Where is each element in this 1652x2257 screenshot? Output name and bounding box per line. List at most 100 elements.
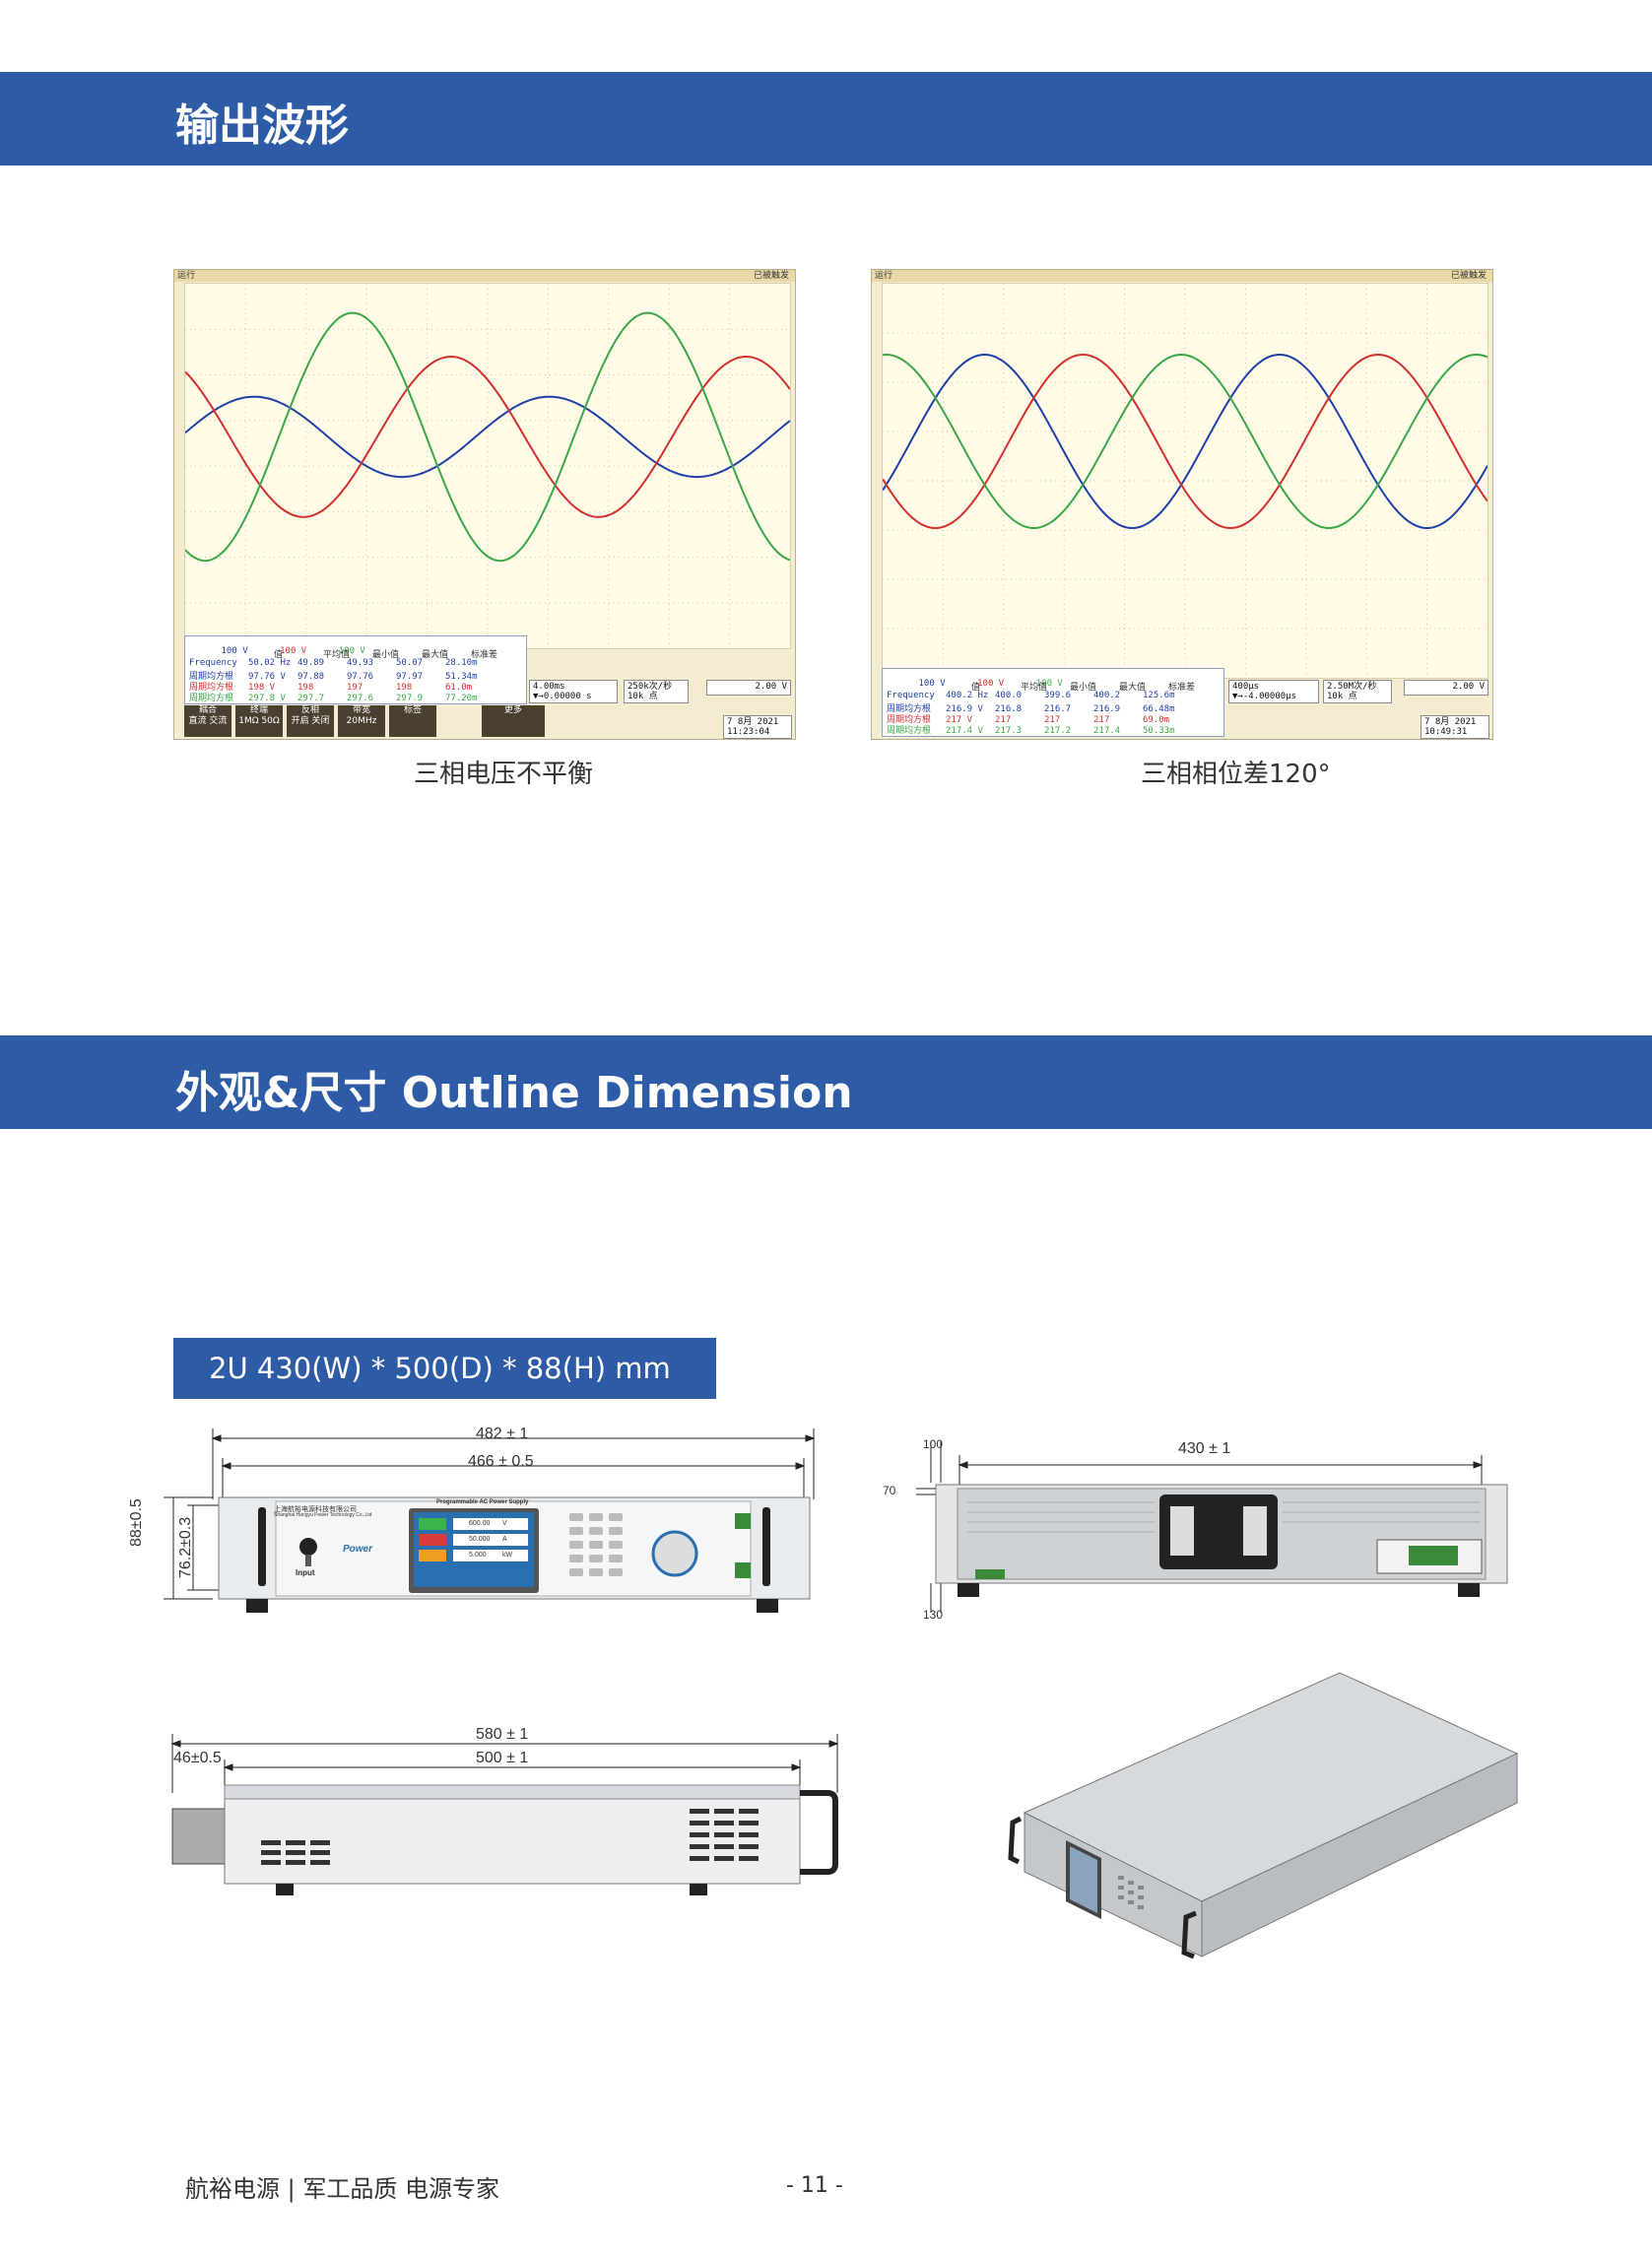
side-view-drawing xyxy=(170,1734,839,1895)
measurement-header: 最小值 xyxy=(372,650,400,660)
measurement-val: 217.4 V xyxy=(946,726,983,736)
panel-screen-value: 5.000 xyxy=(469,1552,487,1559)
section-banner-waveform: 输出波形 xyxy=(0,72,1652,166)
panel-company: 上海航裕电源科技有限公司 xyxy=(274,1506,357,1513)
measurement-std: 66.48m xyxy=(1143,704,1175,714)
measurement-std: 51.34m xyxy=(445,672,478,682)
timebase-readout: 4.00ms ▼→0.00000 s xyxy=(529,680,618,703)
side-inner-depth: 500 ± 1 xyxy=(476,1750,529,1766)
side-outer-depth: 580 ± 1 xyxy=(476,1726,529,1743)
measurement-avg: 49.89 xyxy=(297,658,325,668)
measurement-min: 399.6 xyxy=(1044,691,1072,700)
measurement-name: 周期均方根 xyxy=(887,715,932,725)
page-number: - 11 - xyxy=(786,2173,843,2198)
sample-rate-readout: 2.50M次/秒 10k 点 xyxy=(1323,680,1392,703)
scope-trigger-status: 已被触发 xyxy=(1450,271,1487,281)
measurement-header: 最大值 xyxy=(422,650,449,660)
measurement-max: 198 xyxy=(396,683,413,693)
waveform-plot xyxy=(184,283,791,649)
measurement-max: 400.2 xyxy=(1093,691,1121,700)
scope-softkey[interactable]: 耦合直流 交流 xyxy=(184,705,231,737)
panel-screen-unit: kW xyxy=(502,1552,513,1559)
scope-status-bar: 运行 已被触发 xyxy=(872,270,1492,282)
measurement-std: 77.20m xyxy=(445,694,478,703)
panel-screen-unit: V xyxy=(502,1520,507,1527)
measurement-header: 最大值 xyxy=(1119,683,1147,693)
measurement-avg: 216.8 xyxy=(995,704,1023,714)
measurement-std: 125.6m xyxy=(1143,691,1175,700)
waveform-trace xyxy=(185,355,790,518)
panel-screen-unit: A xyxy=(502,1536,507,1543)
measurement-std: 61.0m xyxy=(445,683,473,693)
measurement-max: 97.97 xyxy=(396,672,424,682)
measurement-header: 平均值 xyxy=(323,650,351,660)
measurement-name: Frequency xyxy=(189,658,237,668)
measurement-avg: 198 xyxy=(297,683,314,693)
waveform-svg xyxy=(185,284,790,648)
front-outer-width: 482 ± 1 xyxy=(476,1426,529,1442)
trigger-readout: 2.00 V xyxy=(1404,680,1488,696)
oscilloscope-screenshot-phase: 运行 已被触发 100 V 100 V 100 V 值平均值最小值最大值标准差 … xyxy=(871,269,1493,740)
measurement-max: 217 xyxy=(1093,715,1110,725)
section-title: 输出波形 xyxy=(175,100,349,151)
measurement-table: 100 V 100 V 100 V 值平均值最小值最大值标准差 Frequenc… xyxy=(882,668,1224,737)
measurement-val: 216.9 V xyxy=(946,704,983,714)
measurement-val: 198 V xyxy=(248,683,276,693)
scope-softkey[interactable]: 更多 xyxy=(482,705,545,737)
dimension-spec-text: 2U 430(W) * 500(D) * 88(H) mm xyxy=(209,1352,671,1385)
front-height-inner: 76.2±0.3 xyxy=(177,1516,194,1578)
measurement-name: Frequency xyxy=(887,691,935,700)
channel-1-scale: 100 V xyxy=(918,679,946,689)
measurement-min: 49.93 xyxy=(347,658,374,668)
measurement-avg: 217.3 xyxy=(995,726,1023,736)
front-view-drawing xyxy=(164,1428,816,1613)
scope-status-bar: 运行 已被触发 xyxy=(174,270,795,282)
measurement-name: 周期均方根 xyxy=(189,694,234,703)
dimension-spec-box: 2U 430(W) * 500(D) * 88(H) mm xyxy=(173,1338,716,1399)
measurement-val: 217 V xyxy=(946,715,973,725)
side-handle-depth: 46±0.5 xyxy=(173,1750,222,1766)
front-height-outer: 88±0.5 xyxy=(128,1498,145,1547)
scope-run-status: 运行 xyxy=(177,271,196,281)
measurement-min: 297.6 xyxy=(347,694,374,703)
panel-company-en: Shanghai Hangyu Power Technology Co.,Ltd xyxy=(274,1512,372,1518)
measurement-name: 周期均方根 xyxy=(189,672,234,682)
measurement-avg: 297.7 xyxy=(297,694,325,703)
channel-2-scale: 100 V xyxy=(280,646,307,656)
waveform-trace xyxy=(883,354,1487,529)
scope-trigger-status: 已被触发 xyxy=(753,271,789,281)
front-inner-width: 466 ± 0.5 xyxy=(468,1453,534,1470)
measurement-min: 217 xyxy=(1044,715,1061,725)
scope-softkey[interactable]: 反相开启 关闭 xyxy=(287,705,334,737)
channel-3-scale: 100 V xyxy=(338,646,365,656)
rear-dim-c: 130 xyxy=(923,1608,944,1622)
measurement-max: 217.4 xyxy=(1093,726,1121,736)
measurement-header: 标准差 xyxy=(1168,683,1196,693)
measurement-max: 216.9 xyxy=(1093,704,1121,714)
waveform-trace xyxy=(185,395,790,479)
oscilloscope-screenshot-unbalanced: 运行 已被触发 100 V 100 V 100 V 值平均值最小值最大值标准差 … xyxy=(173,269,796,740)
isometric-view-drawing xyxy=(1008,1672,1519,1959)
rear-dim-a: 100 xyxy=(923,1437,944,1451)
caption-phase: 三相相位差120° xyxy=(1141,760,1331,789)
caption-unbalanced: 三相电压不平衡 xyxy=(414,760,594,789)
measurement-name: 周期均方根 xyxy=(887,704,932,714)
measurement-header: 最小值 xyxy=(1070,683,1097,693)
channel-3-scale: 100 V xyxy=(1035,679,1063,689)
measurement-min: 197 xyxy=(347,683,363,693)
date-time-readout: 7 8月 2021 10:49:31 xyxy=(1421,715,1489,739)
channel-2-scale: 100 V xyxy=(977,679,1005,689)
scope-softkey[interactable]: 标签 xyxy=(389,705,436,737)
panel-input-label: Input xyxy=(296,1568,315,1577)
waveform-trace xyxy=(883,353,1487,529)
trigger-readout: 2.00 V xyxy=(706,680,791,696)
measurement-min: 217.2 xyxy=(1044,726,1072,736)
measurement-std: 50.33m xyxy=(1143,726,1175,736)
panel-brand-logo: Power xyxy=(343,1544,373,1555)
measurement-max: 50.07 xyxy=(396,658,424,668)
